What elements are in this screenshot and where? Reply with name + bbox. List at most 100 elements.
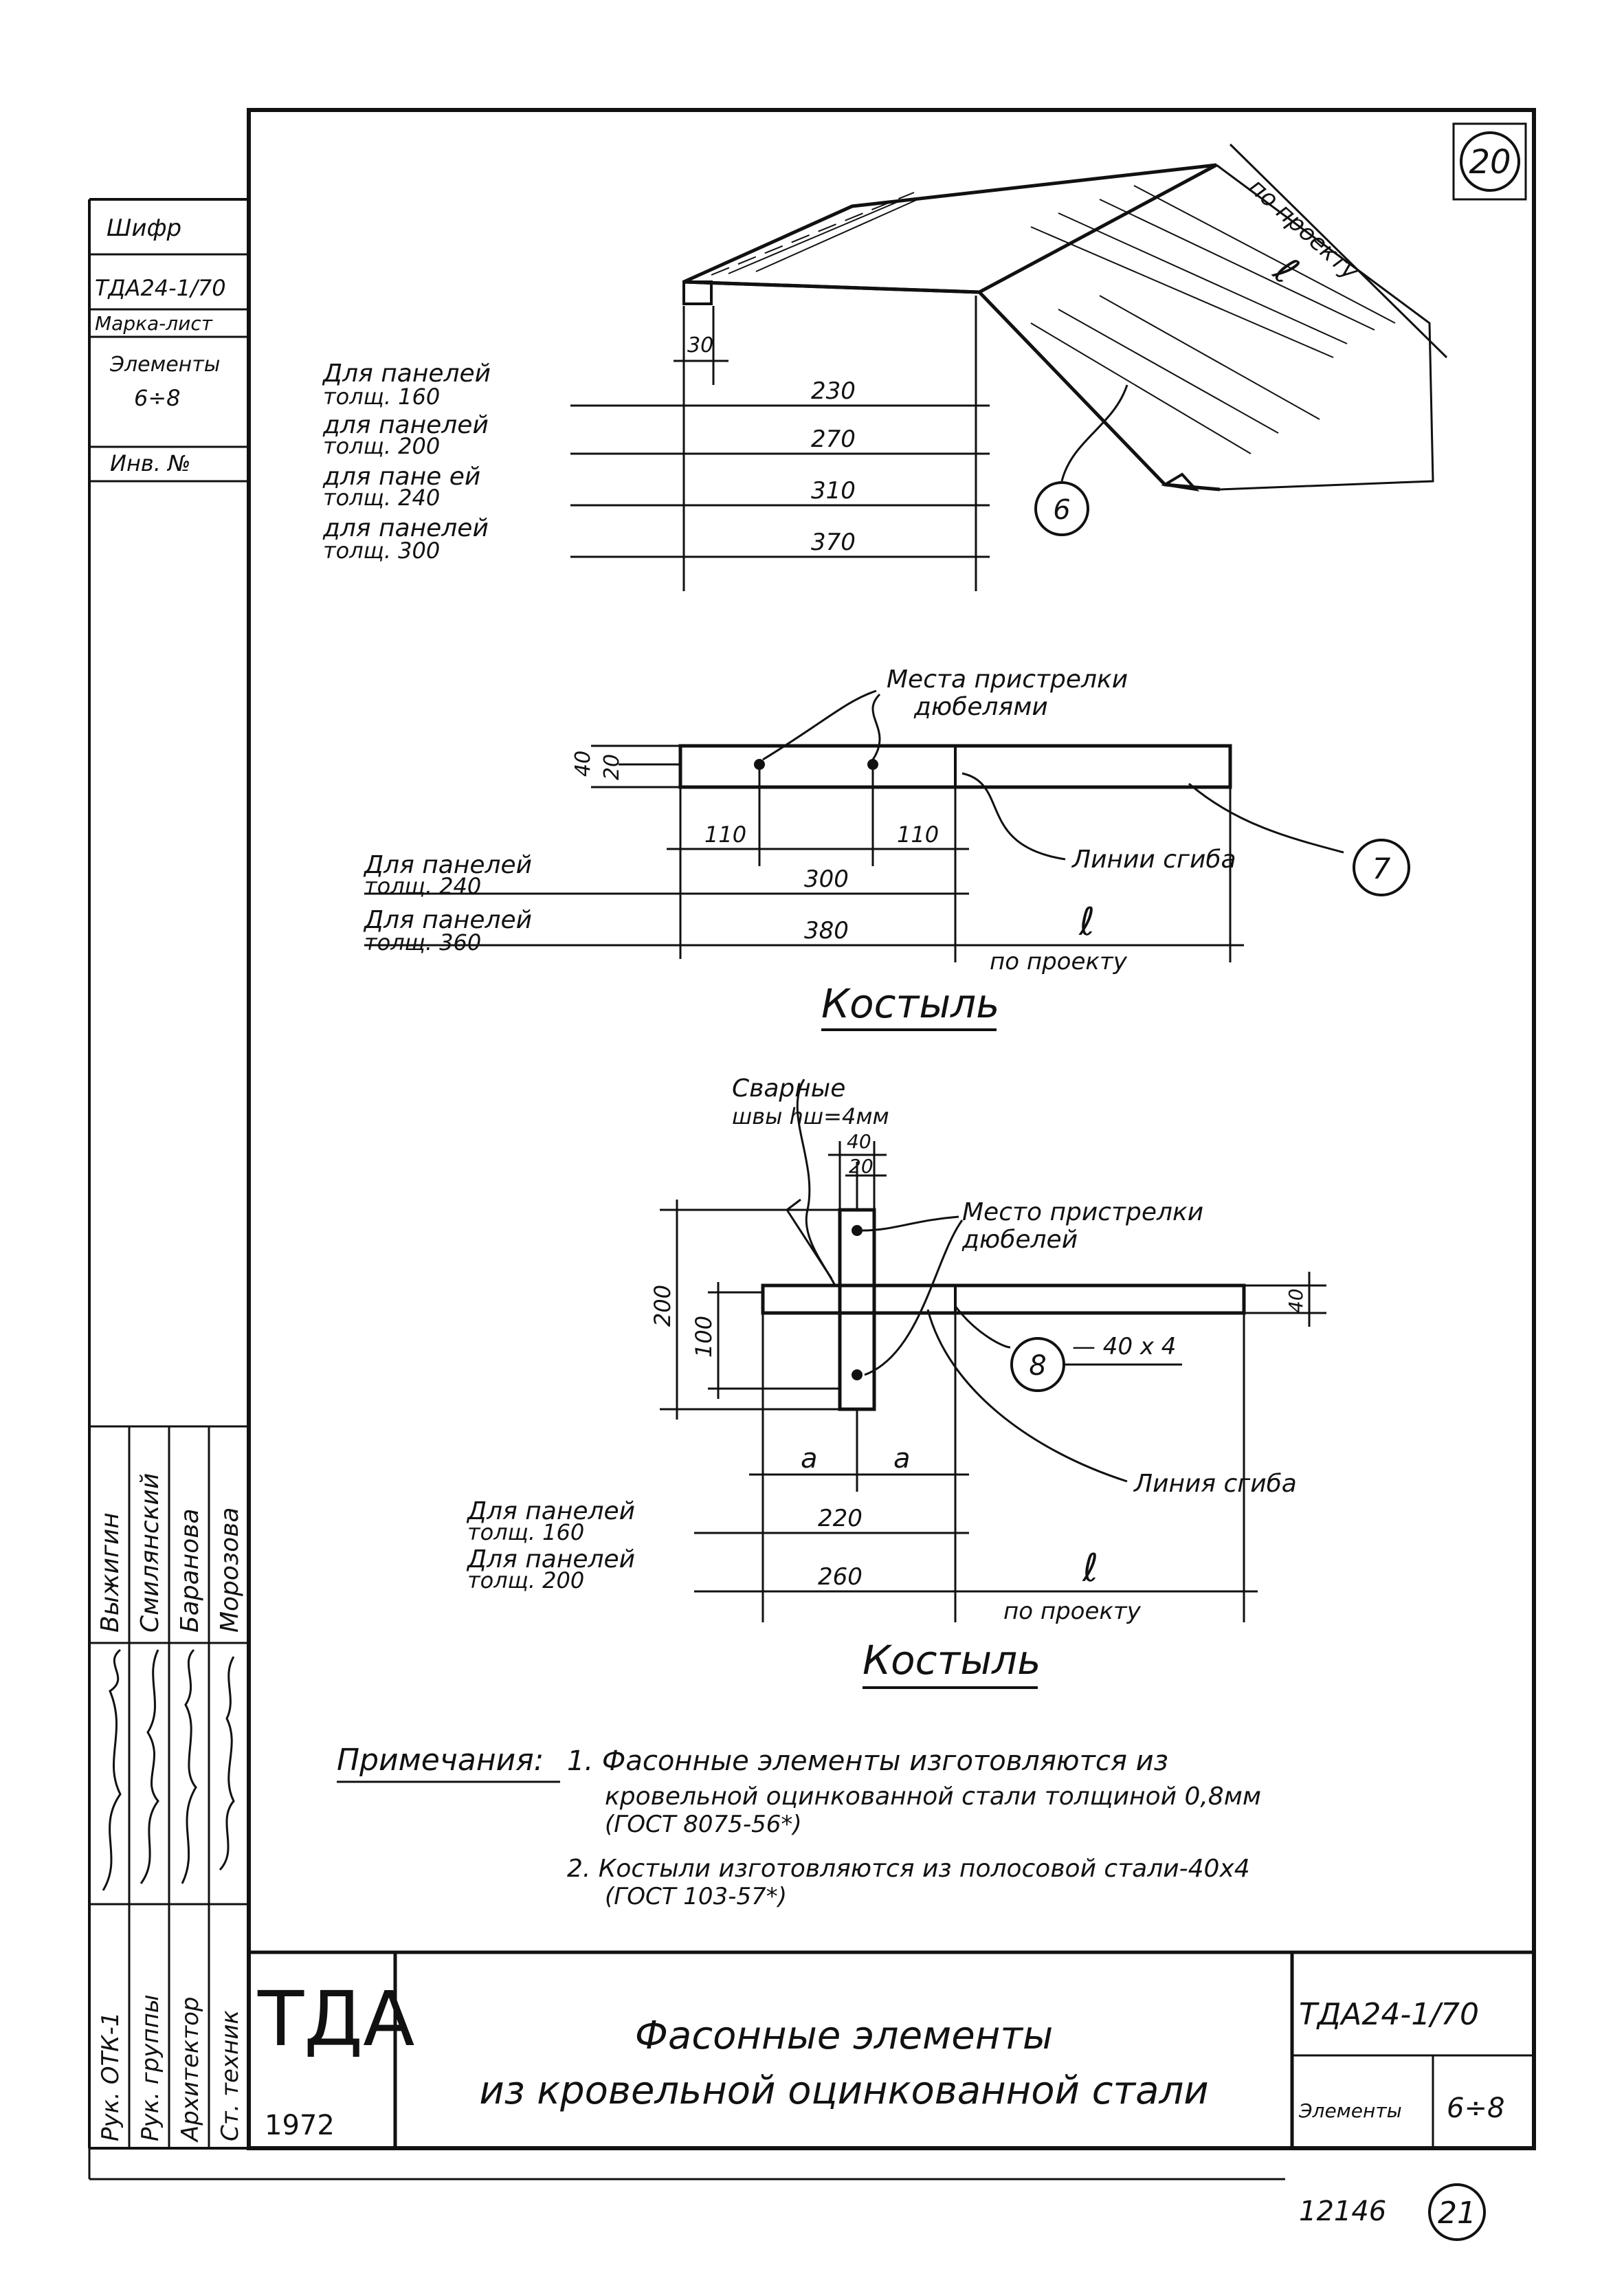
part7-dim-110-b: 110 — [897, 821, 939, 848]
part8-title: Костыль — [863, 1637, 1041, 1684]
sheet-number-bottom: 21 — [1438, 2196, 1476, 2231]
part8-hole-1 — [852, 1225, 863, 1236]
part8-callout: 8 — [1029, 1350, 1046, 1382]
title-year: 1972 — [265, 2110, 335, 2141]
part7-row1-l2: толщ. 240 — [364, 873, 481, 899]
part6-dim-3: 310 — [811, 477, 856, 505]
part6-row2-l2: толщ. 200 — [323, 433, 440, 459]
part7-length-note: по проекту — [990, 948, 1128, 975]
part-6-drawing: 30 230 270 310 370 Для панелей толщ. 160… — [322, 143, 1448, 591]
part6-row1-l2: толщ. 160 — [323, 384, 440, 410]
role-3: Архитектор — [177, 1996, 204, 2143]
title-code: ТДА24-1/70 — [1299, 1997, 1479, 2032]
part8-dim-a1: a — [801, 1443, 818, 1475]
signature-scribble-3 — [181, 1648, 197, 1884]
part8-welds-1: Сварные — [732, 1074, 845, 1103]
part7-dim-1: 300 — [804, 865, 849, 893]
part8-row1-l2: толщ. 160 — [467, 1519, 584, 1545]
part7-row1-l1: Для панелей — [363, 851, 532, 879]
part7-fold-line: Линии сгиба — [1071, 846, 1236, 874]
sheet-number-top-text: 20 — [1469, 143, 1511, 181]
part8-shot-2: дюбелей — [961, 1226, 1078, 1254]
part8-dim-1: 220 — [818, 1505, 863, 1532]
part6-row4-l1: для панелей — [322, 514, 489, 542]
part7-shot-2: дюбелями — [913, 693, 1048, 721]
elements-value: 6÷8 — [134, 385, 181, 411]
title-org: ТДА — [257, 1975, 414, 2063]
part8-length-label: ℓ — [1082, 1546, 1098, 1591]
part7-hole-1 — [754, 759, 765, 770]
part6-row1-l1: Для панелей — [322, 360, 491, 388]
part6-row2-l1: для панелей — [322, 411, 489, 439]
part7-title: Костыль — [821, 980, 999, 1027]
notes: Примечания: 1. Фасонные элементы изготов… — [337, 1743, 1261, 1910]
shifr-value: ТДА24-1/70 — [95, 275, 226, 301]
note-2-line-1: 2. Костыли изготовляются из полосовой ст… — [567, 1855, 1250, 1883]
signature-scribble-1 — [102, 1648, 122, 1891]
title-block: ТДА 1972 Фасонные элементы из кровельной… — [249, 1950, 1534, 2148]
notes-label: Примечания: — [337, 1743, 544, 1778]
part6-row3-l2: толщ. 240 — [323, 485, 440, 511]
role-1: Рук. ОТК-1 — [97, 2012, 124, 2141]
part7-callout: 7 — [1372, 852, 1391, 885]
name-3: Баранова — [176, 1508, 204, 1633]
part6-callout: 6 — [1053, 494, 1070, 526]
part-8-drawing: 40 20 200 100 40 Сварные швы hш=4мм Мест… — [466, 1074, 1326, 1689]
title-line-1: Фасонные элементы — [635, 2013, 1053, 2058]
signature-block: Рук. ОТК-1 Рук. группы Архитектор Ст. те… — [89, 1425, 249, 2148]
part8-shot-1: Место пристрелки — [962, 1198, 1203, 1226]
name-2: Смилянский — [136, 1473, 164, 1633]
role-4: Ст. техник — [216, 2010, 244, 2141]
note-1-line-3: (ГОСТ 8075-56*) — [605, 1811, 802, 1838]
title-line-2: из кровельной оцинкованной стали — [479, 2068, 1208, 2113]
title-elements-value: 6÷8 — [1447, 2093, 1504, 2124]
part7-row2-l2: толщ. 360 — [364, 929, 481, 956]
note-1-line-2: кровельной оцинкованной стали толщиной 0… — [605, 1782, 1261, 1811]
part8-dim-100: 100 — [691, 1316, 717, 1358]
part8-dim-a2: a — [893, 1443, 911, 1475]
part8-welds-2: швы hш=4мм — [732, 1103, 889, 1129]
part8-dim-200: 200 — [649, 1285, 676, 1327]
part6-dim-2: 270 — [811, 426, 856, 453]
part6-dim-1: 230 — [811, 377, 856, 405]
name-1: Выжигин — [96, 1512, 124, 1633]
part8-row1-l1: Для панелей — [466, 1497, 635, 1525]
part8-strip: — 40 x 4 — [1072, 1333, 1176, 1360]
note-1-line-1: 1. Фасонные элементы изготовляются из — [567, 1745, 1168, 1777]
part8-length-note: по проекту — [1003, 1598, 1142, 1625]
elements-label: Элементы — [109, 353, 220, 377]
part8-row2-l2: толщ. 200 — [467, 1567, 584, 1593]
part7-dim-20: 20 — [600, 754, 624, 780]
sheet-number-bottom-circle — [1428, 2183, 1486, 2241]
name-4: Морозова — [216, 1508, 244, 1633]
part8-fold-line: Линия сгиба — [1133, 1470, 1297, 1498]
part7-row2-l1: Для панелей — [363, 906, 532, 934]
part7-dim-40: 40 — [571, 751, 595, 777]
part6-dim-4: 370 — [811, 529, 856, 556]
note-2-line-2: (ГОСТ 103-57*) — [605, 1883, 787, 1910]
inv-label: Инв. № — [110, 450, 190, 476]
sheet-frame — [88, 108, 1536, 2181]
part7-dim-2: 380 — [804, 917, 849, 945]
part7-shot-1: Места пристрелки — [887, 665, 1128, 694]
sheet-number-top: 20 — [1452, 122, 1527, 201]
signature-scribble-4 — [219, 1656, 235, 1871]
signature-scribble-2 — [140, 1649, 159, 1884]
part8-dim-40-right: 40 — [1284, 1288, 1307, 1313]
part8-row2-l1: Для панелей — [466, 1545, 635, 1574]
part6-row4-l2: толщ. 300 — [323, 538, 440, 564]
part7-dim-110-a: 110 — [704, 821, 746, 848]
marka-label: Марка-лист — [95, 312, 213, 335]
part-7-drawing: 40 20 Места пристрелки дюбелями 110 110 … — [363, 665, 1410, 1031]
part8-dim-2: 260 — [818, 1563, 863, 1591]
part6-length-label: ℓ — [1265, 248, 1306, 292]
part8-dim-20-top: 20 — [849, 1155, 874, 1178]
role-2: Рук. группы — [137, 1994, 164, 2141]
archive-number: 12146 — [1299, 2196, 1386, 2227]
part8-dim-40-top: 40 — [847, 1130, 871, 1153]
left-stamp: Шифр ТДА24-1/70 Марка-лист Элементы 6÷8 … — [89, 214, 249, 483]
part8-hole-2 — [852, 1369, 863, 1380]
part7-hole-2 — [867, 759, 878, 770]
part7-length-label: ℓ — [1078, 900, 1095, 945]
